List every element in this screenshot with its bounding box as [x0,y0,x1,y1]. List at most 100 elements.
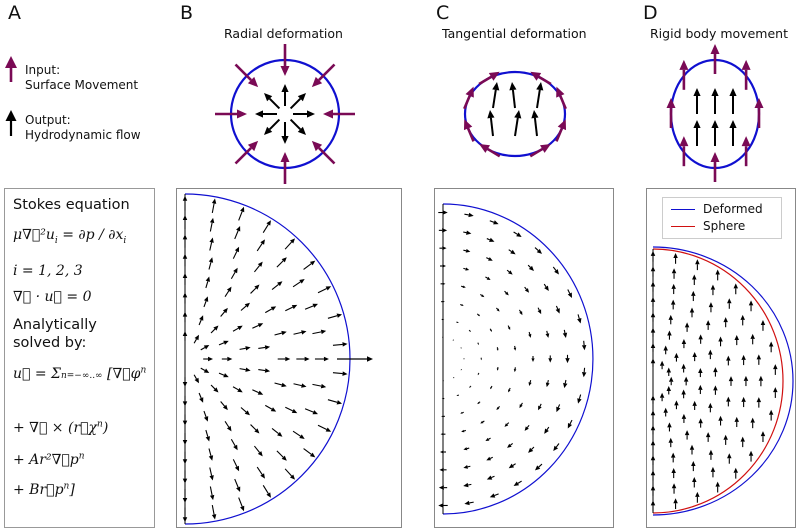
surface-input-arrow [234,63,259,88]
flow-vector-arrow [708,449,714,460]
flow-vector-arrow [456,321,459,324]
flow-vector-arrow [508,249,516,255]
flow-vector-arrow [317,424,332,432]
flow-vector-arrow [548,355,553,363]
flow-vector-arrow [710,466,716,478]
flow-vector-arrow [692,274,697,286]
flow-vector-arrow [182,292,188,304]
flow-vector-arrow [293,330,307,335]
flow-vector-arrow [258,368,271,373]
flow-vector-arrow [518,309,523,316]
flow-vector-arrow [563,379,568,389]
flow-vector-arrow [671,283,676,295]
surface-input-arrow [311,63,336,88]
flow-vector-arrow [240,407,250,416]
flow-vector-arrow [674,352,679,362]
flow-vector-arrow [211,504,217,520]
panel-b-title: Radial deformation [224,26,343,41]
flow-vector-arrow [232,325,243,332]
flow-vector-arrow [239,367,251,372]
flow-vector-arrow [209,217,215,232]
flow-vector-arrow [442,380,444,382]
flow-vector-arrow [650,500,656,512]
flow-vector-arrow [708,402,713,413]
flow-vector-arrow [692,400,697,410]
flow-vector-arrow [684,430,690,440]
tangential-flow-frame [434,188,614,528]
flow-vector-arrow [463,267,470,271]
flow-vector-arrow [508,463,516,469]
flow-vector-arrow [209,237,214,251]
sphere-line-swatch [671,226,695,227]
solution-line-2: + ∇⃗ × (r⃗χn) [13,419,109,436]
flow-vector-arrow [276,257,287,268]
flow-vector-arrow [182,377,188,388]
flow-vector-arrow [271,281,283,291]
flow-vector-arrow [285,304,298,312]
flow-vector-arrow [528,446,535,453]
flow-vector-arrow [276,450,287,461]
surface-input-arrow [555,119,567,142]
surface-input-arrow [323,109,355,119]
legend-input-desc: Surface Movement [25,78,139,92]
analytic-line-1: Analytically [13,317,97,333]
flow-vector-arrow [553,443,560,452]
flow-vector-arrow [734,334,739,346]
radial-schematic [215,44,355,184]
flow-vector-arrow [567,289,572,298]
flow-vector-arrow [230,439,238,451]
flow-vector-arrow [650,342,656,352]
flow-vector-arrow [296,356,310,362]
flow-vector-arrow [304,303,318,310]
surface-input-arrow [479,143,501,158]
surface-input-arrow [463,119,475,142]
legend-input-label: Input: [25,63,61,77]
flow-vector-arrow [464,212,474,218]
flow-vector-arrow [486,475,495,480]
flow-vector-arrow [519,402,523,409]
flow-vector-arrow [650,327,656,337]
flow-vector-arrow [692,352,697,362]
deformed-line-swatch [671,209,695,210]
flow-vector-arrow [650,266,656,277]
flow-vector-arrow [496,406,500,411]
flow-vector-arrow [312,383,327,389]
flow-vector-arrow [666,386,672,395]
flow-vector-arrow [535,463,543,471]
flow-vector-arrow [220,307,228,317]
flow-output-arrow [531,110,539,137]
flow-vector-arrow [750,333,755,345]
solution-line-1: u⃗ = Σn=−∞..∞ [∇⃗φn [13,365,147,382]
surface-input-arrow [679,59,689,90]
flow-vector-arrow [577,394,582,404]
flow-vector-arrow [198,315,204,326]
flow-vector-arrow [250,424,260,434]
flow-vector-arrow [689,444,695,455]
flow-vector-arrow [232,386,243,393]
panel-d-legend: Deformed Sphere [662,197,782,239]
flow-vector-arrow [265,404,277,412]
flow-vector-arrow [673,498,678,510]
flow-vector-arrow [314,356,329,362]
flow-vector-arrow [504,290,509,296]
flow-vector-arrow [209,486,215,501]
flow-vector-arrow [545,330,550,338]
flow-vector-arrow [464,500,474,506]
flow-vector-arrow [452,339,455,341]
flow-vector-arrow [760,319,766,331]
flow-vector-arrow [200,344,210,351]
panel-letter-b: B [180,2,194,24]
flow-vector-arrow [718,415,723,426]
flow-vector-arrow [741,354,746,366]
flow-output-arrow [264,93,281,110]
flow-vector-arrow [506,269,513,275]
flow-vector-arrow [726,355,731,366]
flow-vector-arrow [182,451,188,465]
flow-vector-arrow [671,483,677,494]
deformed-outline [652,246,794,516]
solution-line-3: + Ar²∇⃗pn [13,451,85,468]
flow-vector-arrow [441,397,445,400]
flow-vector-arrow [274,330,287,336]
flow-vector-arrow [234,226,241,240]
flow-vector-arrow [683,376,689,386]
